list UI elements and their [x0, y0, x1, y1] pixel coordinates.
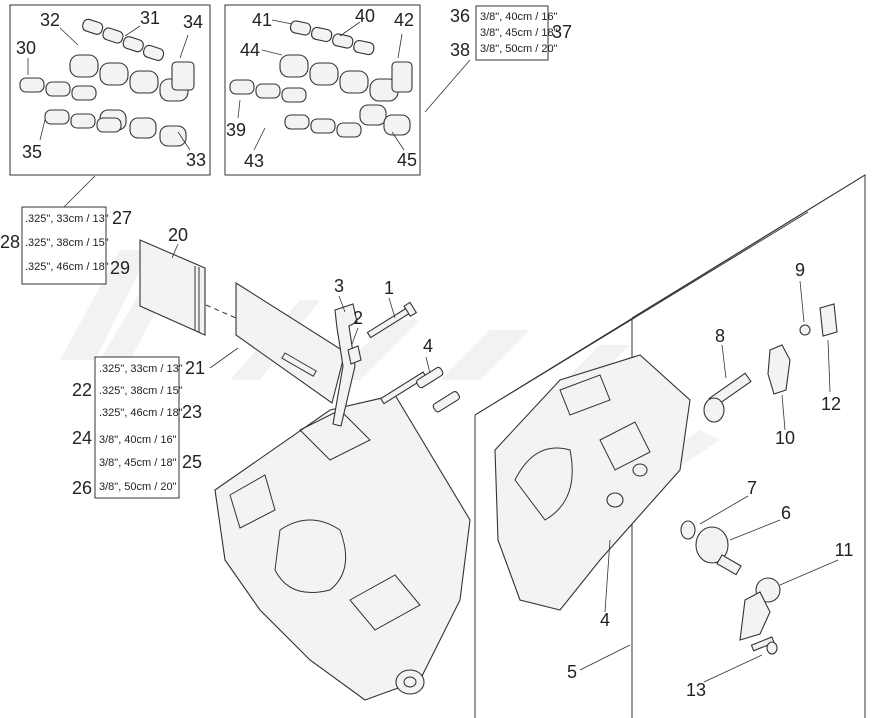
callout-7: 7: [747, 478, 757, 498]
chain-legend-line-1: 3/8", 40cm / 16": [480, 11, 558, 23]
callout-13: 13: [686, 680, 706, 700]
callout-11: 11: [835, 540, 854, 560]
bar-legend-b-line-2: .325", 38cm / 15": [99, 385, 183, 397]
callout-38: 38: [450, 40, 470, 60]
plate-12: 12: [819, 303, 841, 414]
callout-25: 25: [182, 452, 202, 472]
right-half-inset: 4 5: [474, 174, 866, 718]
crankcase-left: [214, 394, 471, 701]
bar-legend-b-line-6: 3/8", 50cm / 20": [99, 481, 177, 493]
callout-3: 3: [334, 276, 344, 296]
callout-36: 36: [450, 6, 470, 26]
callout-34: 34: [183, 12, 203, 32]
pump-housing-11: 11: [739, 540, 854, 641]
callout-8: 8: [715, 326, 725, 346]
callout-31: 31: [140, 8, 160, 28]
callout-39: 39: [226, 120, 246, 140]
callout-1: 1: [384, 278, 394, 298]
guide-bar-20: 20: [139, 225, 206, 336]
guide-bar-21: 21: [185, 282, 346, 404]
chain-legend-line-3: 3/8", 50cm / 20": [480, 43, 558, 55]
bar-legend-b-line-1: .325", 33cm / 13": [99, 363, 183, 375]
oil-pump-parts: 8 9 10 12 7 6: [680, 260, 854, 700]
callout-4-half: 4: [600, 610, 610, 630]
callout-28: 28: [0, 232, 20, 252]
bar-legend-b: .325", 33cm / 13" .325", 38cm / 15" .325…: [72, 356, 202, 499]
mounting-pins: 3 2 1 4: [332, 276, 461, 427]
drive-gear-6: 6: [695, 503, 791, 576]
callout-24: 24: [72, 428, 92, 448]
chain-box-b: 41 40 42 44 39 43 45: [224, 4, 421, 176]
callout-37: 37: [552, 22, 572, 42]
callout-44: 44: [240, 40, 260, 60]
chain-legend-line-2: 3/8", 45cm / 18": [480, 27, 558, 39]
bar-legend-b-line-3: .325", 46cm / 18": [99, 407, 183, 419]
callout-40: 40: [355, 6, 375, 26]
bar-legend-a-line-2: .325", 38cm / 15": [25, 237, 109, 249]
worm-gear-8: 8: [703, 326, 752, 423]
callout-26: 26: [72, 478, 92, 498]
chain-legend: 3/8", 40cm / 16" 3/8", 45cm / 18" 3/8", …: [424, 5, 572, 113]
bar-legend-b-line-5: 3/8", 45cm / 18": [99, 457, 177, 469]
washer-7: 7: [680, 478, 757, 540]
washer-9: 9: [795, 260, 811, 336]
pump-bracket-10: 10: [767, 344, 795, 448]
callout-23: 23: [182, 402, 202, 422]
callout-30: 30: [16, 38, 36, 58]
callout-10: 10: [775, 428, 795, 448]
bar-legend-b-line-4: 3/8", 40cm / 16": [99, 434, 177, 446]
bar-legend-a: .325", 33cm / 13" .325", 38cm / 15" .325…: [0, 175, 132, 285]
callout-12: 12: [821, 394, 841, 414]
callout-33: 33: [186, 150, 206, 170]
callout-5: 5: [567, 662, 577, 682]
callout-22: 22: [72, 380, 92, 400]
callout-29: 29: [110, 258, 130, 278]
bar-legend-a-line-1: .325", 33cm / 13": [25, 213, 109, 225]
callout-32: 32: [40, 10, 60, 30]
chain-links-b: [229, 20, 413, 138]
callout-35: 35: [22, 142, 42, 162]
callout-6: 6: [781, 503, 791, 523]
chain-links-a: [19, 18, 195, 147]
callout-21: 21: [185, 358, 205, 378]
callout-4-pin: 4: [423, 336, 433, 356]
callout-27: 27: [112, 208, 132, 228]
callout-42: 42: [394, 10, 414, 30]
bar-legend-a-line-3: .325", 46cm / 18": [25, 261, 109, 273]
callout-45: 45: [397, 150, 417, 170]
callout-2: 2: [353, 308, 363, 328]
callout-9: 9: [795, 260, 805, 280]
callout-43: 43: [244, 151, 264, 171]
screw-13: 13: [686, 636, 778, 700]
callout-20: 20: [168, 225, 188, 245]
chain-box-a: 32 31 34 30 35 33: [9, 4, 211, 176]
callout-41: 41: [252, 10, 272, 30]
